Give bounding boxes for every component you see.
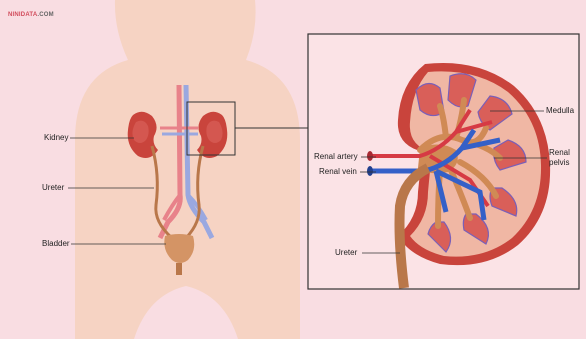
label-renal-pelvis-2: pelvis: [549, 158, 569, 168]
label-renal-artery: Renal artery: [314, 152, 358, 162]
label-ureter-detail: Ureter: [335, 248, 357, 258]
label-bladder: Bladder: [42, 239, 70, 249]
label-renal-vein: Renal vein: [319, 167, 357, 177]
label-renal-pelvis-1: Renal: [549, 148, 570, 158]
label-medulla: Medulla: [546, 106, 574, 116]
label-kidney: Kidney: [44, 133, 68, 143]
label-ureter-body: Ureter: [42, 183, 64, 193]
